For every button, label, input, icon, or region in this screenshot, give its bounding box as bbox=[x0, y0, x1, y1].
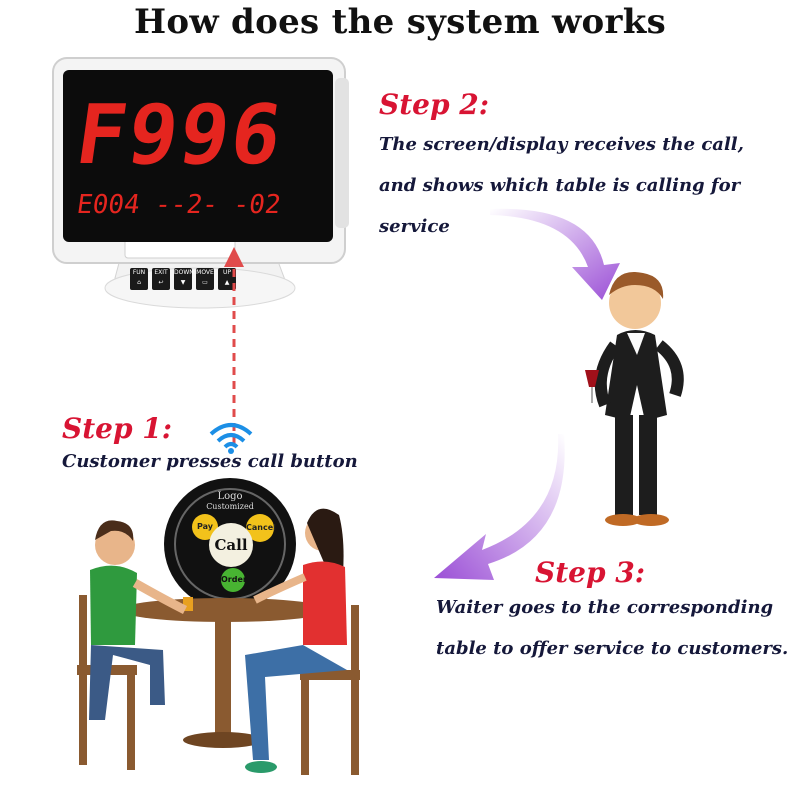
exit-key[interactable]: EXIT↩ bbox=[152, 268, 170, 290]
step3-heading: Step 3: bbox=[535, 556, 646, 589]
curved-arrow-to-waiter bbox=[490, 208, 620, 300]
step2-heading: Step 2: bbox=[379, 88, 490, 121]
logo-label: Logo Customized bbox=[206, 491, 254, 512]
fun-key[interactable]: FUN⌂ bbox=[130, 268, 148, 290]
step2-line: The screen/display receives the call, bbox=[379, 134, 744, 155]
step3-text: Waiter goes to the corresponding table t… bbox=[436, 587, 796, 669]
step1-heading: Step 1: bbox=[62, 412, 173, 445]
signal-arrow bbox=[224, 247, 244, 445]
move-key[interactable]: MOVE▭ bbox=[196, 268, 214, 290]
wifi-icon bbox=[209, 423, 253, 454]
customers-at-table-illustration bbox=[77, 508, 360, 775]
curved-arrow-to-table bbox=[434, 434, 565, 580]
step1-text: Customer presses call button bbox=[62, 451, 358, 472]
device-keypad: FUN⌂ EXIT↩ DOWN▼ MOVE▭ UP▲ bbox=[130, 268, 236, 290]
waiter-illustration bbox=[585, 271, 684, 526]
step2-line: and shows which table is calling for bbox=[379, 175, 741, 196]
page-title: How does the system works bbox=[133, 2, 667, 42]
led-screen: F996 E004 --2- -02 bbox=[63, 70, 333, 242]
call-button[interactable]: Call bbox=[209, 523, 253, 567]
down-key[interactable]: DOWN▼ bbox=[174, 268, 194, 290]
step3-line: Waiter goes to the corresponding bbox=[436, 597, 774, 618]
led-sub-line: E004 --2- -02 bbox=[74, 190, 283, 220]
up-key[interactable]: UP▲ bbox=[218, 268, 236, 290]
led-main-code: F996 bbox=[70, 88, 290, 183]
step2-line: service bbox=[379, 216, 450, 237]
pager-display-device: F996 E004 --2- -02 FUN⌂ EXIT↩ DOWN▼ MOVE… bbox=[35, 48, 355, 310]
step2-text: The screen/display receives the call, an… bbox=[379, 124, 789, 247]
order-button[interactable]: Order bbox=[221, 568, 247, 592]
step3-line: table to offer service to customers. bbox=[436, 638, 789, 659]
